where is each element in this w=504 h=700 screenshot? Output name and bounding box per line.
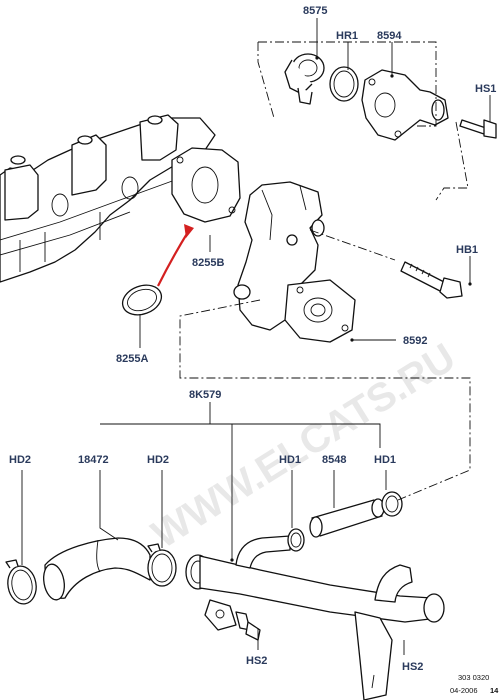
bolt-hb1	[400, 261, 463, 299]
alignment-lines	[179, 41, 471, 501]
thermostat-8575	[284, 53, 325, 105]
label-8548: 8548	[322, 454, 346, 466]
gasket-8255b	[171, 147, 241, 223]
label-8255b: 8255B	[192, 257, 224, 269]
cylinder-head	[0, 114, 216, 283]
clamp-hd1-right	[381, 491, 403, 517]
label-8k579: 8K579	[189, 389, 221, 401]
label-8592: 8592	[403, 335, 427, 347]
thermostat-cover-8594	[361, 69, 449, 141]
o-ring-hr1	[329, 66, 359, 102]
label-8594: 8594	[377, 30, 402, 42]
drawing-date: 04-2006	[450, 686, 478, 695]
label-18472: 18472	[78, 454, 109, 466]
clamp-hd1-left	[287, 528, 305, 552]
bolt-hs2-left	[235, 611, 261, 641]
label-hd2-mid: HD2	[147, 454, 169, 466]
label-hd1-left: HD1	[279, 454, 301, 466]
bolt-hs1	[459, 119, 497, 139]
label-hs1: HS1	[475, 83, 496, 95]
label-hd2-left: HD2	[9, 454, 31, 466]
label-hs2-right: HS2	[402, 661, 423, 673]
leader-lines	[21, 18, 491, 655]
label-hr1: HR1	[336, 30, 358, 42]
pipe-8k579	[185, 535, 445, 700]
clamp-hd2-left	[5, 559, 37, 605]
drawing-code: 303 0320	[458, 673, 489, 682]
label-hd1-right: HD1	[374, 454, 396, 466]
seal-8255a	[121, 284, 163, 316]
label-8255a: 8255A	[116, 353, 148, 365]
thermostat-housing-8592	[233, 181, 356, 343]
drawing-page: 14	[490, 686, 499, 695]
installation-arrow	[157, 224, 194, 287]
clamp-hd2-mid	[147, 543, 177, 587]
hose-18472	[43, 537, 151, 601]
label-8575: 8575	[303, 5, 327, 17]
label-hb1: HB1	[456, 244, 478, 256]
hose-8548	[309, 498, 385, 538]
watermark: WWW.ELCATS.RU	[145, 335, 464, 557]
label-hs2-left: HS2	[246, 655, 267, 667]
